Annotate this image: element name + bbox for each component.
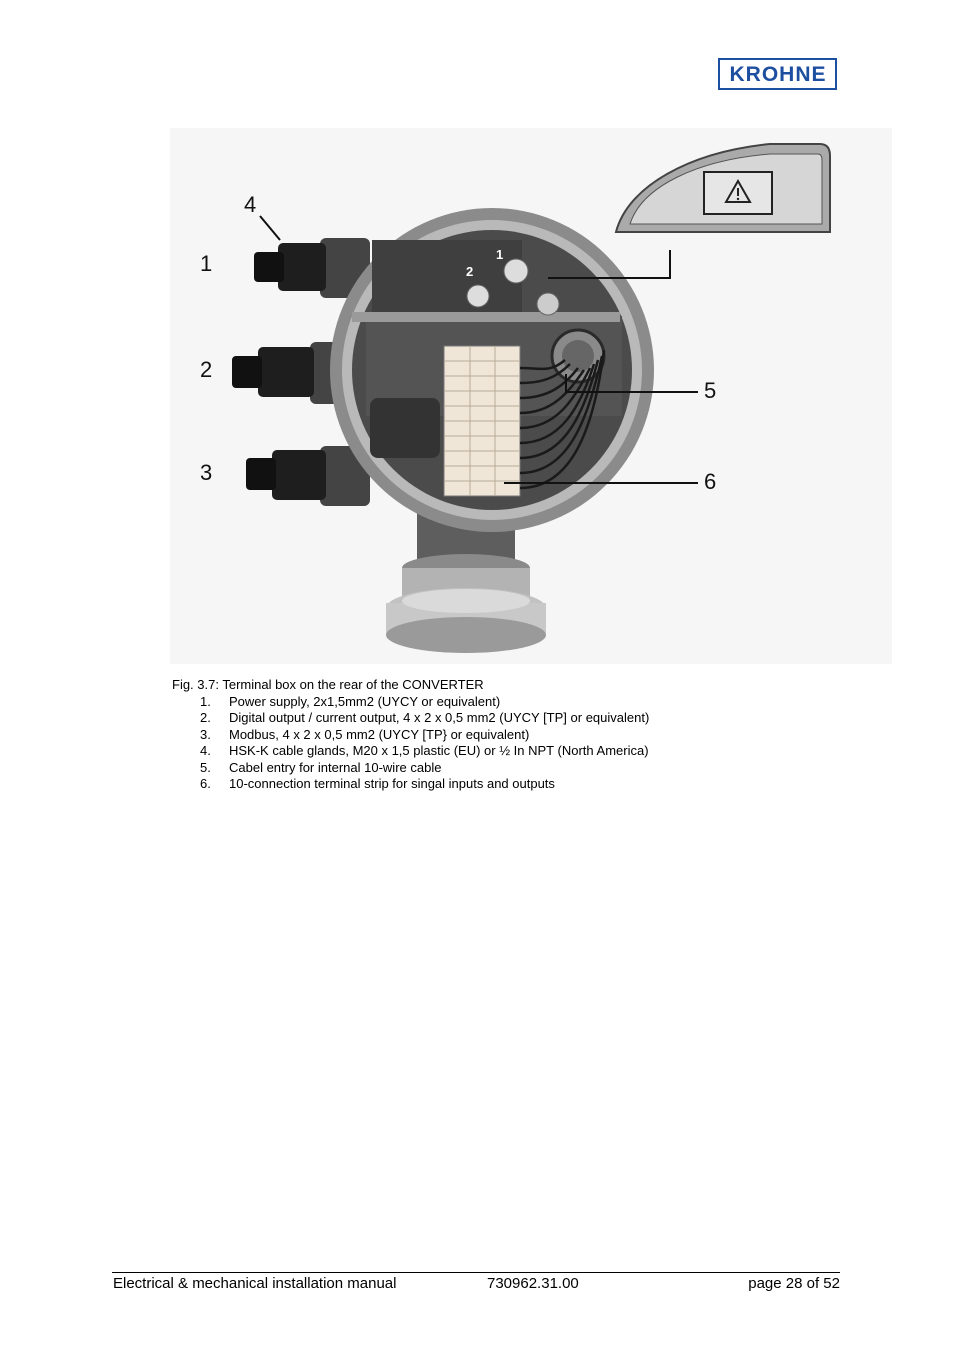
warning-triangle-icon <box>724 178 752 203</box>
krohne-logo: KROHNE <box>718 58 837 90</box>
list-item: 4.HSK-K cable glands, M20 x 1,5 plastic … <box>200 743 649 758</box>
callout-5: 5 <box>704 378 716 403</box>
callout-4: 4 <box>244 192 256 217</box>
list-item: 5.Cabel entry for internal 10-wire cable <box>200 759 442 775</box>
terminal-cover <box>614 143 831 233</box>
callout-2: 2 <box>200 357 212 382</box>
screw-label-2: 2 <box>466 264 473 279</box>
figure-caption: Fig. 3.7: Terminal box on the rear of th… <box>172 677 872 793</box>
caption-title: Fig. 3.7: Terminal box on the rear of th… <box>172 677 484 692</box>
logo-text: KROHNE <box>729 63 826 86</box>
screw-label-1: 1 <box>496 247 503 262</box>
list-item: 2.Digital output / current output, 4 x 2… <box>200 710 650 725</box>
internal-cable-entry <box>550 328 606 384</box>
list-item: 1.Power supply, 2x1,5mm2 (UYCY or equiva… <box>200 693 501 709</box>
footer-manual-title: Electrical & mechanical installation man… <box>113 1275 397 1292</box>
callout-1: 1 <box>200 251 212 276</box>
list-item: 3.Modbus, 4 x 2 x 0,5 mm2 (UYCY [TP} or … <box>200 726 530 742</box>
callout-3: 3 <box>200 460 212 485</box>
footer-divider <box>112 1272 840 1273</box>
terminal-screw-2 <box>466 284 490 308</box>
footer-document-number: 730962.31.00 <box>487 1275 579 1292</box>
list-item: 6.10-connection terminal strip for singa… <box>200 776 555 791</box>
cable-gland-3 <box>246 446 370 506</box>
terminal-strip <box>443 345 606 497</box>
terminal-box-figure: 1 2 <box>170 128 892 664</box>
callout-6: 6 <box>704 469 716 494</box>
caption-list: 1.Power supply, 2x1,5mm2 (UYCY or equiva… <box>172 694 872 793</box>
terminal-screw-1 <box>503 258 560 316</box>
footer-page-number: page 28 of 52 <box>748 1275 840 1292</box>
callout-leader-lines <box>259 215 698 484</box>
